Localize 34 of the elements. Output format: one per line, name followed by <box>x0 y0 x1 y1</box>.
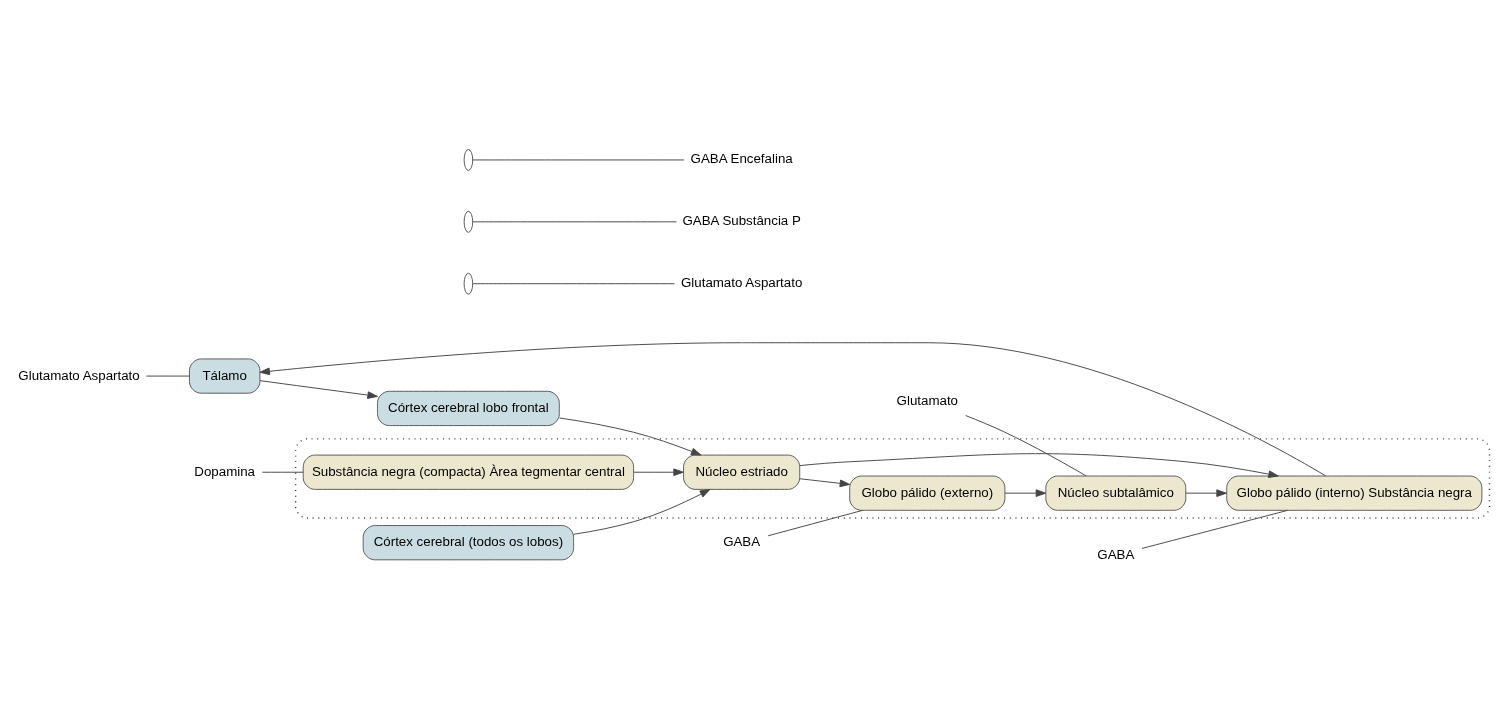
arrow <box>1185 488 1227 497</box>
node-box: Córtex cerebral lobo frontal <box>377 390 560 426</box>
arrow <box>799 477 851 487</box>
connector <box>965 414 1087 476</box>
arrow <box>1004 488 1047 497</box>
node-text: Glutamato <box>896 392 959 408</box>
node-text: GABA <box>723 533 761 549</box>
node-box: Núcleo subtalâmico <box>1045 475 1187 511</box>
node-box: Córtex cerebral (todos os lobos) <box>362 524 575 560</box>
node-box: Globo pálido (externo) <box>849 475 1006 511</box>
arrow <box>259 379 378 399</box>
arrow <box>259 341 1327 476</box>
connector <box>472 220 677 222</box>
cluster <box>294 437 1491 519</box>
node-text: GABA <box>1097 546 1135 562</box>
arrow <box>559 417 702 456</box>
arrow <box>633 467 684 476</box>
node-text: Dopamina <box>194 463 256 479</box>
node-box: Tálamo <box>188 357 261 394</box>
connector <box>1141 509 1289 549</box>
connector <box>767 509 864 536</box>
node-text: Glutamato Aspartato <box>680 274 803 290</box>
arrow <box>573 488 711 535</box>
node-box: Globo pálido (interno) Substância negra <box>1226 475 1483 511</box>
node-text: GABA Encefalina <box>690 150 793 166</box>
connector <box>145 375 190 377</box>
node-box: Substância negra (compacta) Àrea tegmentar central <box>302 454 635 490</box>
connector <box>472 158 685 160</box>
node-box: Núcleo estriado <box>683 454 801 490</box>
connector <box>261 471 304 473</box>
node-text: GABA Substância P <box>682 212 801 228</box>
arrow <box>799 452 1279 478</box>
node-text: Glutamato Aspartato <box>18 367 140 383</box>
connector <box>472 282 675 284</box>
